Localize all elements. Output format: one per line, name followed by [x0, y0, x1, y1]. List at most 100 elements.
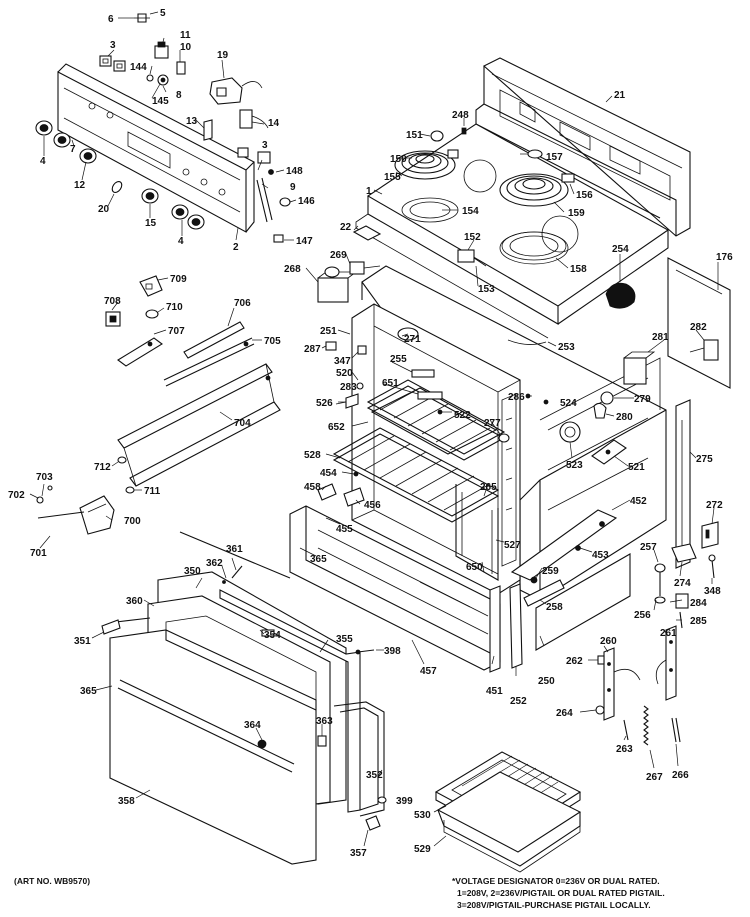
part-label: 363 [316, 716, 333, 727]
part-label: 1 [366, 186, 372, 197]
part-label: 268 [284, 264, 301, 275]
part-label: 521 [628, 462, 645, 473]
part-label: 529 [414, 844, 431, 855]
part-label: 708 [104, 296, 121, 307]
drawer-slides [523, 576, 565, 607]
part-label: 523 [566, 460, 583, 471]
leveling-legs [654, 563, 689, 629]
part-label: 706 [234, 298, 251, 309]
door-latch [701, 521, 719, 549]
part-label: 348 [704, 586, 721, 597]
part-label: 458 [304, 482, 321, 493]
part-label: 156 [576, 190, 593, 201]
part-label: 451 [486, 686, 503, 697]
part-label: 365 [310, 554, 327, 565]
part-label: 354 [264, 630, 281, 641]
broiler-pan [434, 751, 582, 873]
part-label: 712 [94, 462, 111, 473]
part-label: 147 [296, 236, 313, 247]
part-label: 399 [396, 796, 413, 807]
part-label: 352 [366, 770, 383, 781]
part-label: 154 [462, 206, 479, 217]
part-labels: 5 6 3 11 10 19 144 145 8 13 14 3 4 7 12 … [8, 8, 733, 859]
part-label: 355 [336, 634, 353, 645]
part-label: 267 [646, 772, 663, 783]
part-label: 261 [660, 628, 677, 639]
part-label: 258 [546, 602, 563, 613]
element-bracket [36, 485, 115, 535]
part-label: 272 [706, 500, 723, 511]
part-label: 281 [652, 332, 669, 343]
part-label: 702 [8, 490, 25, 501]
control-panel [57, 63, 255, 233]
part-label: 5 [160, 8, 166, 19]
storage-drawer [289, 505, 501, 673]
part-label: 711 [144, 486, 161, 497]
side-trim [509, 583, 523, 669]
part-label: 260 [600, 636, 617, 647]
part-label: 361 [226, 544, 243, 555]
knob-icon [79, 148, 97, 164]
surface-units [394, 127, 575, 267]
part-label: 705 [264, 336, 281, 347]
right-rail [675, 399, 691, 569]
part-label: 709 [170, 274, 187, 285]
back-components [543, 351, 656, 465]
part-label: 347 [334, 356, 351, 367]
part-label: 357 [350, 848, 367, 859]
knob-icon [187, 214, 205, 230]
part-label: 176 [716, 252, 733, 263]
part-label: 253 [558, 342, 575, 353]
bracket [671, 543, 697, 563]
part-label: 266 [672, 770, 689, 781]
part-label: 283 [340, 382, 357, 393]
part-label: 255 [390, 354, 407, 365]
part-label: 456 [364, 500, 381, 511]
part-label: 3 [262, 140, 268, 151]
part-label: 271 [404, 334, 421, 345]
oven-door [101, 531, 387, 865]
part-label: 3 [110, 40, 116, 51]
part-label: 280 [616, 412, 633, 423]
backguard [475, 57, 691, 237]
oven-racks [325, 327, 547, 581]
part-label: 254 [612, 244, 629, 255]
part-label: 250 [538, 676, 555, 687]
knob-icon [171, 204, 189, 220]
coil-element-icon [394, 149, 459, 180]
ignition-parts [105, 275, 163, 367]
leader-lines [29, 11, 719, 847]
part-label: 257 [640, 542, 657, 553]
part-label: 365 [80, 686, 97, 697]
part-label: 452 [630, 496, 647, 507]
part-label: 19 [217, 50, 229, 61]
relay-components [317, 261, 381, 303]
part-label: 277 [484, 418, 501, 429]
part-label: 457 [420, 666, 437, 677]
knob-icon [141, 188, 159, 204]
voltage-note-line: *VOLTAGE DESIGNATOR 0=236V OR DUAL RATED… [452, 876, 660, 886]
part-label: 710 [166, 302, 183, 313]
part-label: 360 [126, 596, 143, 607]
part-label: 362 [206, 558, 223, 569]
part-label: 526 [316, 398, 333, 409]
drawer-panel [535, 553, 631, 651]
screw [711, 559, 715, 579]
part-label: 264 [556, 708, 573, 719]
part-label: 159 [568, 208, 585, 219]
part-label: 530 [414, 810, 431, 821]
part-label: 259 [542, 566, 559, 577]
part-label: 10 [180, 42, 192, 53]
voltage-note-line: 3=208V/PIGTAIL-PURCHASE PIGTAIL LOCALLY. [457, 900, 651, 910]
part-label: 351 [74, 636, 91, 647]
part-label: 13 [186, 116, 198, 127]
part-label: 522 [454, 410, 471, 421]
part-label: 520 [336, 368, 353, 379]
control-knobs [35, 120, 205, 230]
part-label: 152 [464, 232, 481, 243]
part-label: 286 [508, 392, 525, 403]
knob-icon [35, 120, 53, 136]
part-label: 364 [244, 720, 261, 731]
part-label: 651 [382, 378, 399, 389]
